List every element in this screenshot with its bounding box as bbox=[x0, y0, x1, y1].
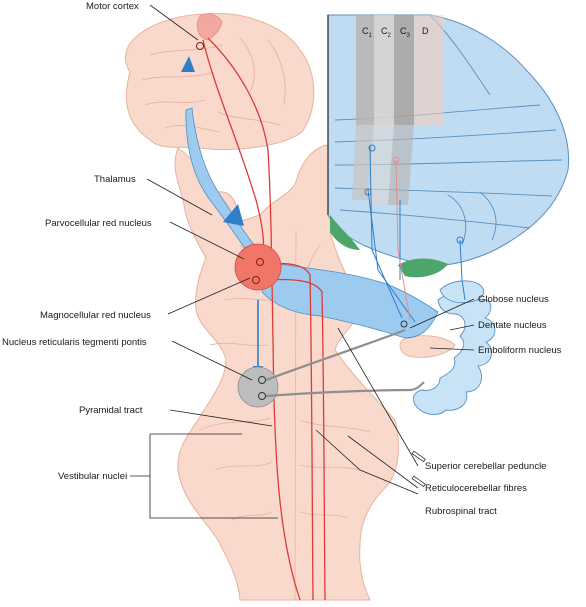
flocculus bbox=[330, 215, 360, 250]
corticospinal-fibre bbox=[207, 37, 301, 601]
parvocellular-neuron bbox=[256, 258, 264, 266]
dentate-nucleus bbox=[413, 292, 496, 415]
label-emboliform-nucleus: Emboliform nucleus bbox=[478, 345, 562, 356]
thalamus-arrow bbox=[223, 204, 244, 226]
rubrospinal-fibre-2 bbox=[263, 278, 326, 601]
mossy-fibre bbox=[395, 159, 411, 321]
emboliform-nucleus bbox=[399, 335, 456, 358]
labels: Motor cortex Thalamus Parvocellular red … bbox=[2, 1, 562, 517]
magnocellular-neuron bbox=[252, 276, 260, 284]
corticorubral-fibre bbox=[202, 39, 265, 263]
cerebellum: C1 C2 C3 D bbox=[327, 14, 570, 278]
deep-nuclei bbox=[399, 280, 496, 415]
zone-labels: C1 C2 C3 D bbox=[362, 26, 429, 39]
cerebral-hemisphere bbox=[124, 12, 315, 150]
red-fibres bbox=[202, 37, 326, 601]
label-superior-cerebellar-peduncle: Superior cerebellar peduncle bbox=[425, 461, 546, 472]
label-pyramidal-tract: Pyramidal tract bbox=[79, 405, 143, 416]
rubrospinal-fibre-1 bbox=[263, 262, 314, 601]
label-parvocellular-red-nucleus: Parvocellular red nucleus bbox=[45, 218, 152, 229]
motor-cortex-area bbox=[196, 13, 223, 41]
pontocerebellar-fibres bbox=[265, 328, 425, 398]
label-magnocellular-red-nucleus: Magnocellular red nucleus bbox=[40, 310, 151, 321]
nrtp-nucleus bbox=[237, 366, 279, 408]
globose-nucleus bbox=[439, 280, 484, 304]
nodulus bbox=[398, 258, 448, 278]
label-rubrospinal-tract: Rubrospinal tract bbox=[425, 506, 497, 517]
red-nucleus bbox=[234, 243, 282, 291]
cortex-arrow bbox=[181, 56, 195, 72]
dentatothalamic-pathway bbox=[181, 56, 439, 376]
zone-label-c3: C3 bbox=[400, 26, 411, 39]
label-globose-nucleus: Globose nucleus bbox=[478, 294, 549, 305]
superior-peduncle-band bbox=[261, 261, 439, 339]
label-vestibular-nuclei: Vestibular nuclei bbox=[58, 471, 127, 482]
motor-cortex-neuron bbox=[196, 42, 204, 50]
purkinje-fibres bbox=[367, 144, 466, 323]
label-nucleus-reticularis-tegmenti-pontis: Nucleus reticularis tegmenti pontis bbox=[2, 337, 147, 348]
label-motor-cortex: Motor cortex bbox=[86, 1, 139, 12]
label-thalamus: Thalamus bbox=[94, 174, 136, 185]
zone-strips bbox=[352, 15, 444, 205]
zone-label-c1: C1 bbox=[362, 26, 373, 39]
zone-label-c2: C2 bbox=[381, 26, 392, 39]
zone-label-d: D bbox=[422, 26, 429, 36]
leader-lines bbox=[130, 4, 475, 519]
label-dentate-nucleus: Dentate nucleus bbox=[478, 320, 547, 331]
label-reticulocerebellar-fibres: Reticulocerebellar fibres bbox=[425, 483, 527, 494]
